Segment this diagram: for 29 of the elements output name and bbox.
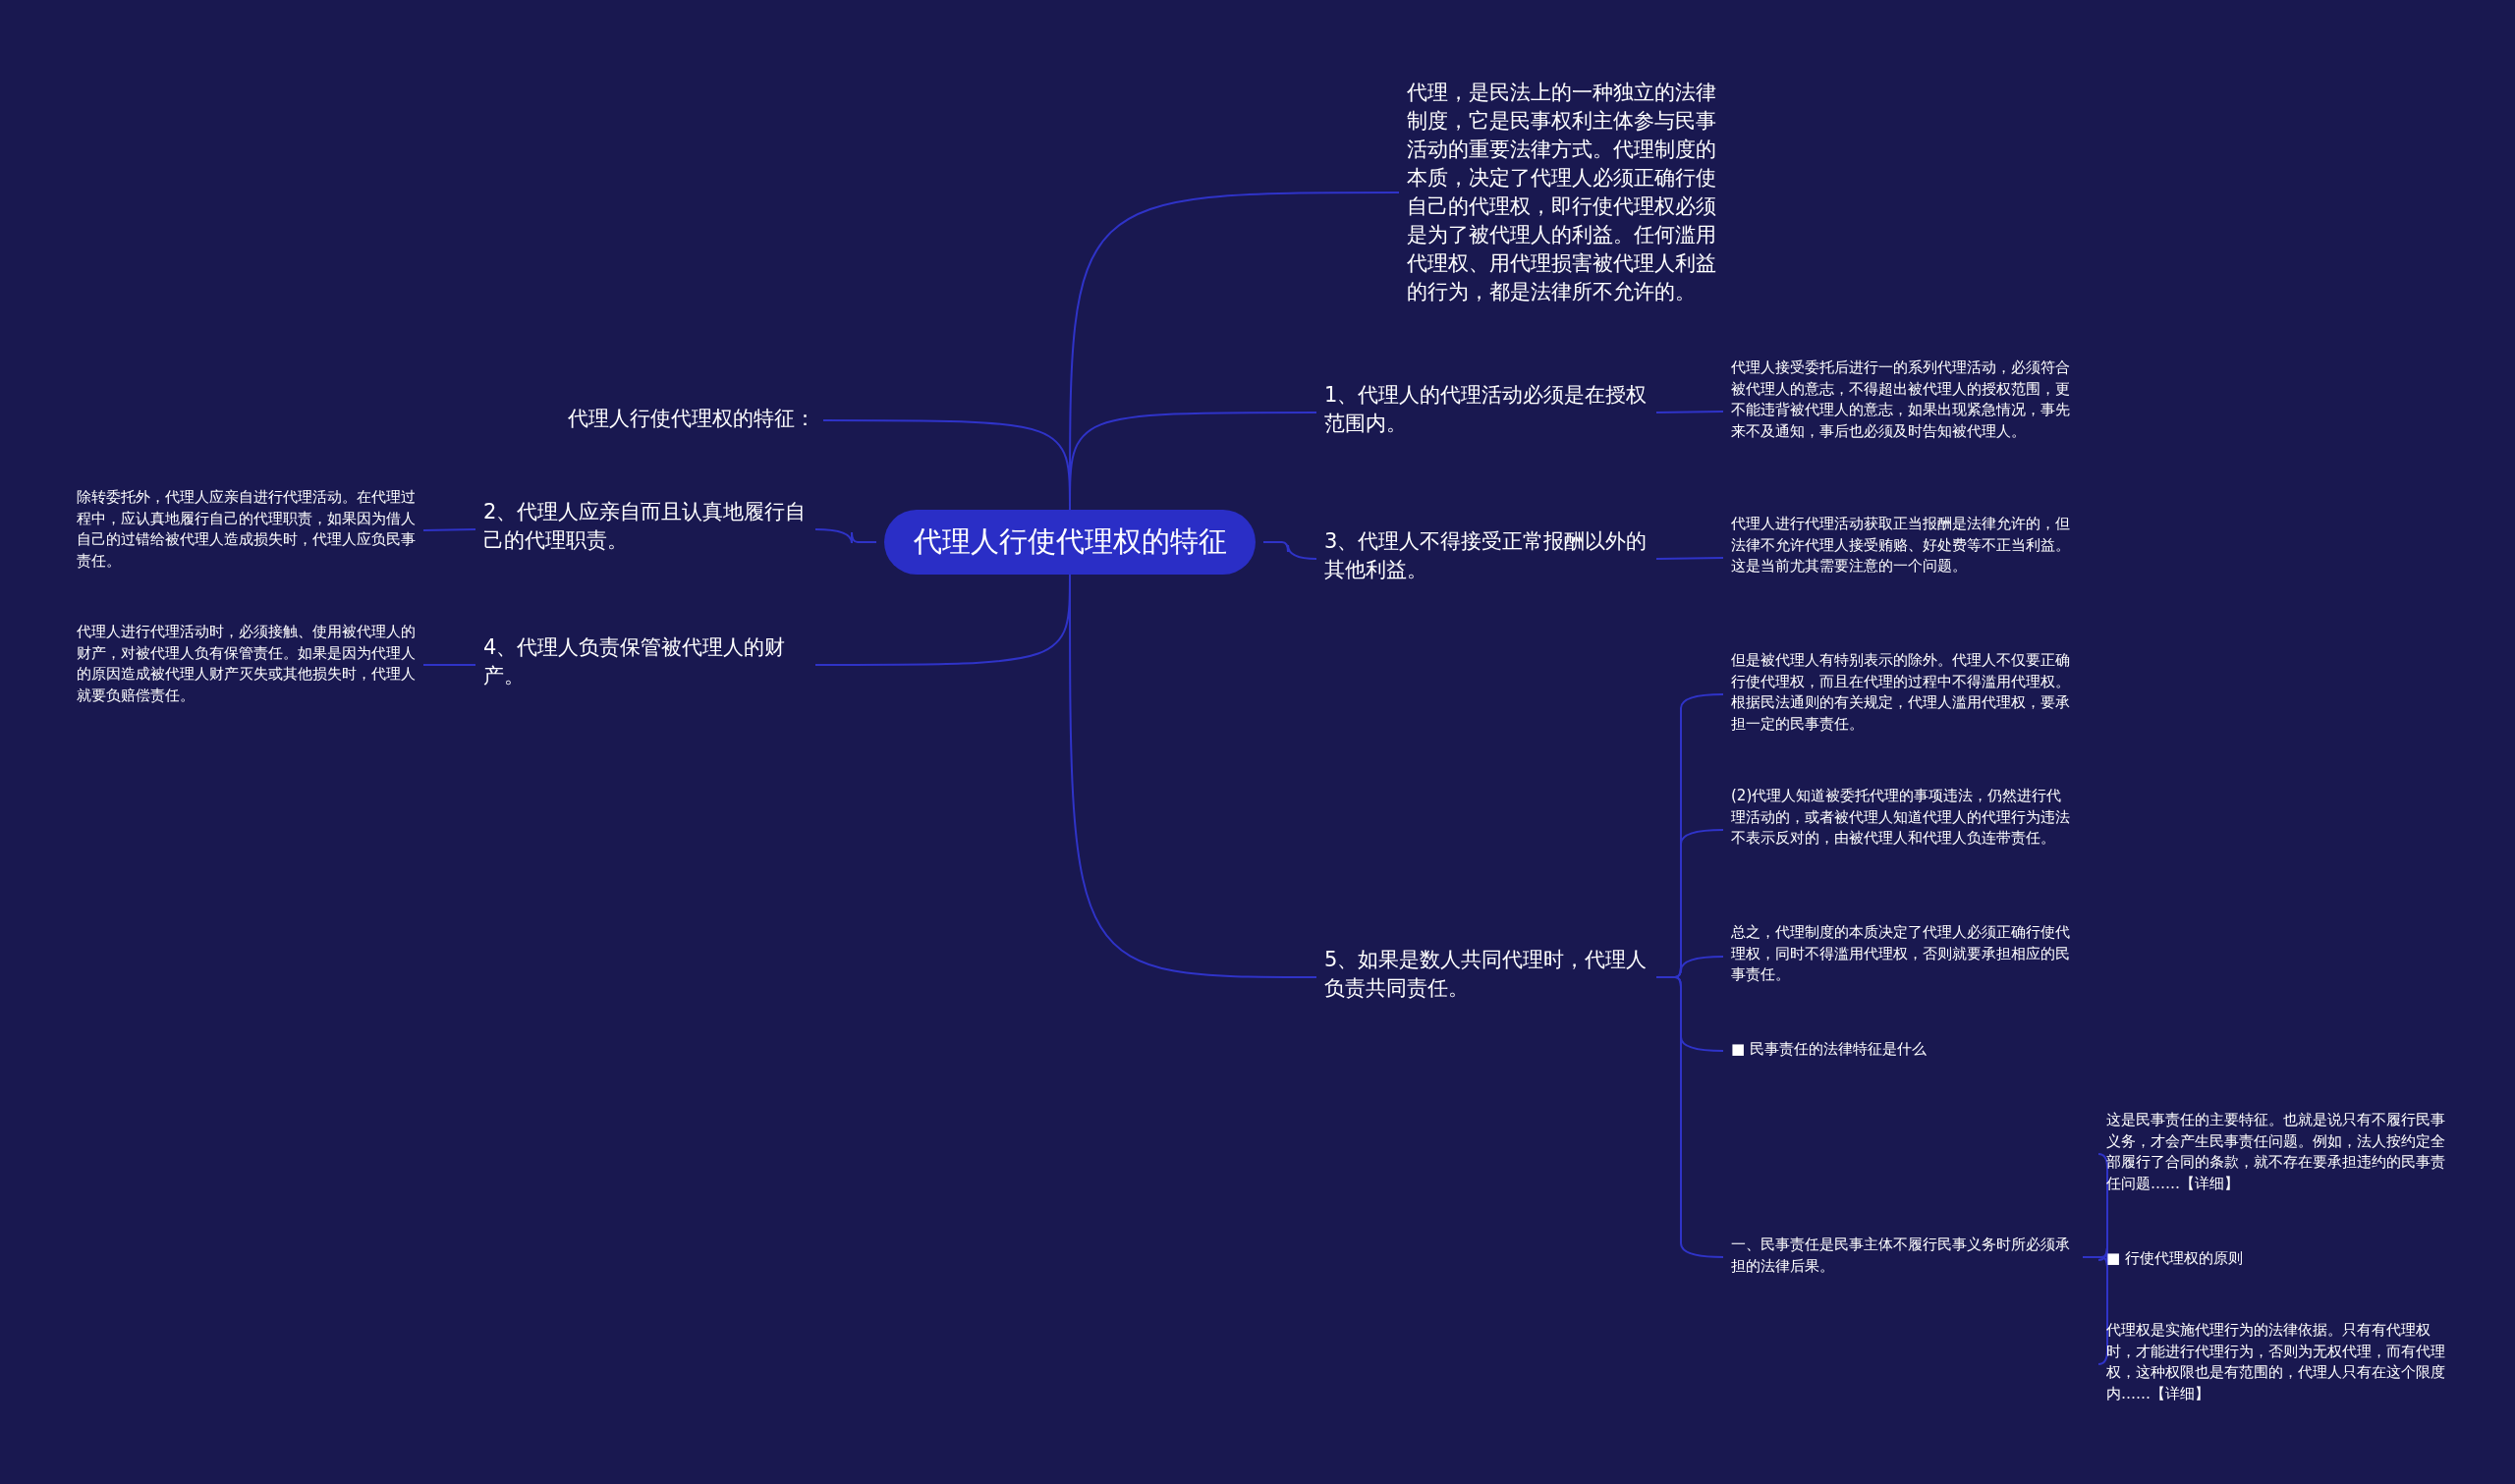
connector-line <box>1655 411 1724 413</box>
topic-text: 2、代理人应亲自而且认真地履行自己的代理职责。 <box>483 498 808 555</box>
connector-line <box>1655 557 1724 560</box>
topic-text: 代理权是实施代理行为的法律依据。只有有代理权时，才能进行代理行为，否则为无权代理，而有代理权，这种权限也是有范围的，代理人只有在这个限度内……【详细】 <box>2106 1320 2445 1404</box>
topic-text: ■ 民事责任的法律特征是什么 <box>1731 1039 2075 1061</box>
topic-text: 4、代理人负责保管被代理人的财产。 <box>483 633 808 690</box>
topic-text: 代理人进行代理活动获取正当报酬是法律允许的，但法律不允许代理人接受贿赂、好处费等不正当利益。这是当前尤其需要注意的一个问题。 <box>1731 514 2075 577</box>
connector-line <box>1069 412 1317 511</box>
topic-text: 但是被代理人有特别表示的除外。代理人不仅要正确行使代理权，而且在代理的过程中不得滥用代理权。根据民法通则的有关规定，代理人滥用代理权，要承担一定的民事责任。 <box>1731 650 2075 735</box>
connector-line <box>814 528 877 544</box>
connector-line <box>2082 1256 2108 1365</box>
topic-text: (2)代理人知道被委托代理的事项违法，仍然进行代理活动的，或者被代理人知道代理人的代理行为违法不表示反对的，由被代理人和代理人负连带责任。 <box>1731 786 2075 850</box>
topic-text: 3、代理人不得接受正常报酬以外的其他利益。 <box>1324 527 1649 584</box>
connector-line <box>422 664 476 666</box>
connector-line <box>1655 976 1724 1258</box>
topic-text: ■ 行使代理权的原则 <box>2106 1248 2445 1270</box>
topic-text: 代理人接受委托后进行一的系列代理活动，必须符合被代理人的意志，不得超出被代理人的授权范围，更不能违背被代理人的意志，如果出现紧急情况，事先来不及通知，事后也必须及时告知被代理人。 <box>1731 357 2075 442</box>
topic-text: 代理人进行代理活动时，必须接触、使用被代理人的财产，对被代理人负有保管责任。如果是因为代理人的原因造成被代理人财产灭失或其他损失时，代理人就要负赔偿责任。 <box>77 622 416 706</box>
topic-text: 这是民事责任的主要特征。也就是说只有不履行民事义务，才会产生民事责任问题。例如，法人按约定全部履行了合同的条款，就不存在要承担违约的民事责任问题……【详细】 <box>2106 1110 2445 1194</box>
connector-line <box>422 528 476 531</box>
topic-text: 代理，是民法上的一种独立的法律制度，它是民事权利主体参与民事活动的重要法律方式。代理制度的本质，决定了代理人必须正确行使自己的代理权，即行使代理权必须是为了被代理人的利益。任何滥用代理权、用代理损害被代理人利益的行为，都是法律所不允许的。 <box>1407 79 1735 306</box>
topic-text: 代理人行使代理权的特征： <box>550 405 815 433</box>
topic-text: 1、代理人的代理活动必须是在授权范围内。 <box>1324 381 1649 438</box>
topic-text: 除转委托外，代理人应亲自进行代理活动。在代理过程中，应认真地履行自己的代理职责，如果因为借人自己的过错给被代理人造成损失时，代理人应负民事责任。 <box>77 487 416 572</box>
central-topic: 代理人行使代理权的特征 <box>884 510 1256 575</box>
connector-line <box>1262 541 1317 560</box>
topic-text: 总之，代理制度的本质决定了代理人必须正确行使代理权，同时不得滥用代理权，否则就要承担相应的民事责任。 <box>1731 922 2075 986</box>
topic-text: 5、如果是数人共同代理时，代理人负责共同责任。 <box>1324 946 1649 1003</box>
topic-text: 一、民事责任是民事主体不履行民事义务时所必须承担的法律后果。 <box>1731 1235 2075 1277</box>
